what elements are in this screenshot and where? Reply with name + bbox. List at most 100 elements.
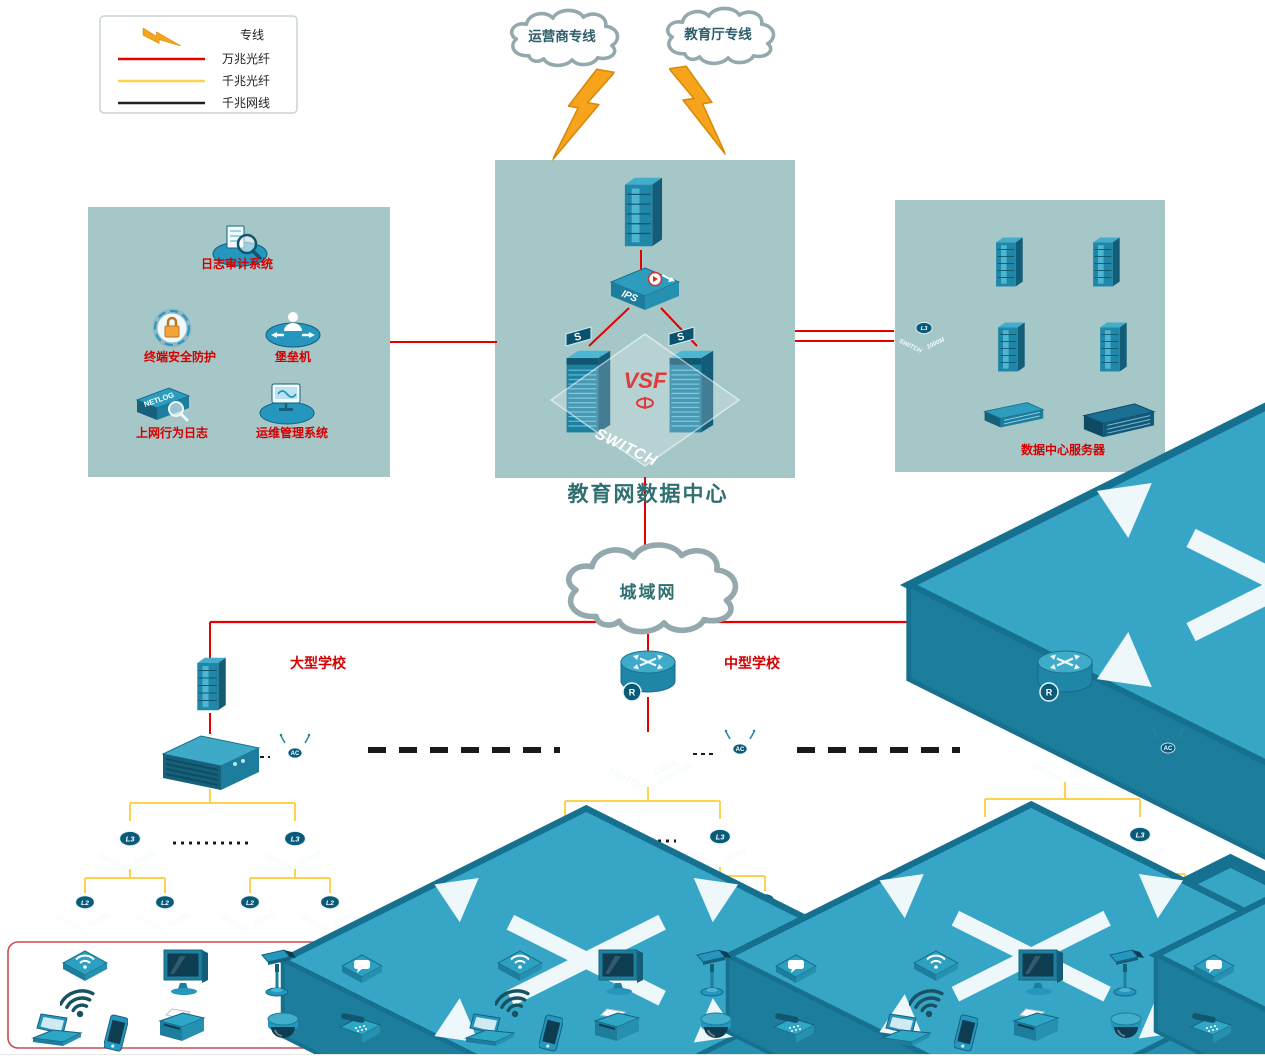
ac-badge: [1160, 742, 1176, 754]
switch-label: 1000M: [297, 849, 323, 868]
switch-label: SWITCH: [220, 913, 250, 934]
log-audit-label: 日志审计系统: [201, 256, 273, 271]
switch-badge-label: L2: [326, 900, 334, 907]
vsf-label: VSF: [624, 368, 667, 393]
server-tower-icon: [997, 321, 1026, 373]
firewall-icon: [624, 177, 663, 247]
netlog-icon: NETLOG: [135, 386, 191, 422]
school-name: 中型学校: [724, 655, 781, 671]
switch-label: 1000M: [722, 847, 748, 866]
server-flag-label: S: [676, 330, 686, 343]
switch-badge: [915, 322, 933, 335]
switch-badge: [709, 828, 731, 845]
legend-label: 千兆光纤: [222, 74, 270, 88]
link-segment: [84, 869, 166, 893]
lightning-link: [668, 61, 727, 162]
switch-badge-label: L2: [161, 900, 169, 907]
antenna-tip: [307, 733, 311, 737]
ac-badge: [287, 747, 303, 759]
antenna-tip: [279, 733, 283, 737]
switch-badge: [155, 895, 175, 910]
switch-badge-label: L2: [81, 900, 89, 907]
switch-label: SWITCH: [55, 913, 85, 934]
switch-badge-label: L3: [716, 832, 726, 841]
bastion-host-label: 堡垒机: [275, 349, 311, 364]
vsf-link-icon: [636, 397, 654, 409]
antenna-tip: [724, 729, 728, 733]
switch-label: SWITCH: [135, 913, 165, 934]
switch-badge-label: L3: [1136, 830, 1146, 839]
carrier-cloud-label: 运营商专线: [528, 28, 596, 44]
router-badge-label: R: [1046, 688, 1053, 698]
link-segment: [564, 787, 721, 819]
switch-label: 1000M: [132, 849, 158, 868]
wireless-ac-controller: AC: [279, 733, 890, 1054]
server-flag: S: [565, 326, 592, 347]
switch-label: 1000M: [86, 910, 111, 928]
router: R: [619, 649, 677, 702]
antenna-tip: [1152, 728, 1156, 732]
link-segment: [249, 869, 331, 893]
switch-badge-label: L3: [126, 834, 136, 843]
link-segment: [984, 782, 1141, 817]
lightning-link: [551, 63, 616, 169]
switch-badge-label: L3: [921, 326, 929, 332]
antenna: [304, 735, 310, 744]
switch-badge: [1129, 826, 1151, 843]
switch-badge-label: L3: [291, 834, 301, 843]
server-tower-icon: [1099, 321, 1128, 373]
endpoint-security-icon: [155, 311, 189, 345]
switch-badge: [320, 895, 340, 910]
router: R: [1036, 649, 1094, 702]
wireless-ac-controller: AC: [1152, 728, 1265, 1054]
school-gateway-icon: [196, 657, 227, 711]
server-tower-icon: [995, 236, 1024, 288]
server-zone-label: 数据中心服务器: [1021, 442, 1106, 457]
legend: 专线 万兆光纤 千兆光纤 千兆网线: [99, 15, 298, 114]
antenna: [1177, 730, 1183, 739]
server-zone-content: 数据中心服务器: [984, 236, 1155, 457]
antenna: [280, 735, 286, 744]
legend-label: 万兆光纤: [222, 52, 270, 66]
switch-label: SWITCH: [606, 766, 647, 794]
switch-label: 1000M: [251, 910, 276, 928]
server-tower-icon: [1092, 236, 1121, 288]
switch-label: SWITCH: [300, 913, 330, 934]
antenna-tip: [752, 729, 756, 733]
switch-label: SWITCH: [1029, 761, 1064, 785]
server-flag: S: [668, 326, 695, 347]
ac-badge-label: AC: [1164, 746, 1173, 752]
link-segment: [129, 789, 296, 821]
legend-label: 专线: [240, 27, 264, 42]
ips-device: IPS: [609, 267, 681, 310]
ac-badge-label: AC: [736, 747, 745, 753]
ops-management-label: 运维管理系统: [256, 425, 328, 440]
router-badge-label: R: [629, 688, 636, 698]
datacenter-title: 教育网数据中心: [568, 482, 729, 506]
wireless-ac-controller: AC: [724, 729, 1265, 1054]
netlog-system-label: 上网行为日志: [136, 425, 208, 440]
switch-badge: [240, 895, 260, 910]
switch-badge: [284, 830, 306, 847]
switch-label: 1000M: [166, 910, 191, 928]
security-zone-content: 日志审计系统 终端安全防护 堡垒机 NETLOG 上网行为日志 运维管理系统: [135, 224, 328, 440]
legend-label: 千兆网线: [222, 96, 270, 110]
antenna: [725, 731, 731, 740]
man-cloud-label: 城域网: [620, 582, 677, 602]
router-badge: [1039, 682, 1059, 702]
ac-badge: [732, 743, 748, 755]
antenna-tip: [1180, 728, 1184, 732]
school-name: 大型学校: [290, 655, 347, 671]
ac-badge-label: AC: [291, 751, 300, 757]
switch-badge-label: L2: [246, 900, 254, 907]
router-badge: [622, 682, 642, 702]
education-cloud-label: 教育厅专线: [684, 26, 752, 42]
switch-label: SWITCH: [261, 851, 294, 873]
large-school-core-icon: [162, 735, 260, 791]
switch-badge: [119, 830, 141, 847]
antenna: [1153, 730, 1159, 739]
switch-label: SWITCH: [96, 851, 129, 873]
legend-box: [99, 15, 298, 114]
endpoint-security-label: 终端安全防护: [144, 349, 216, 364]
